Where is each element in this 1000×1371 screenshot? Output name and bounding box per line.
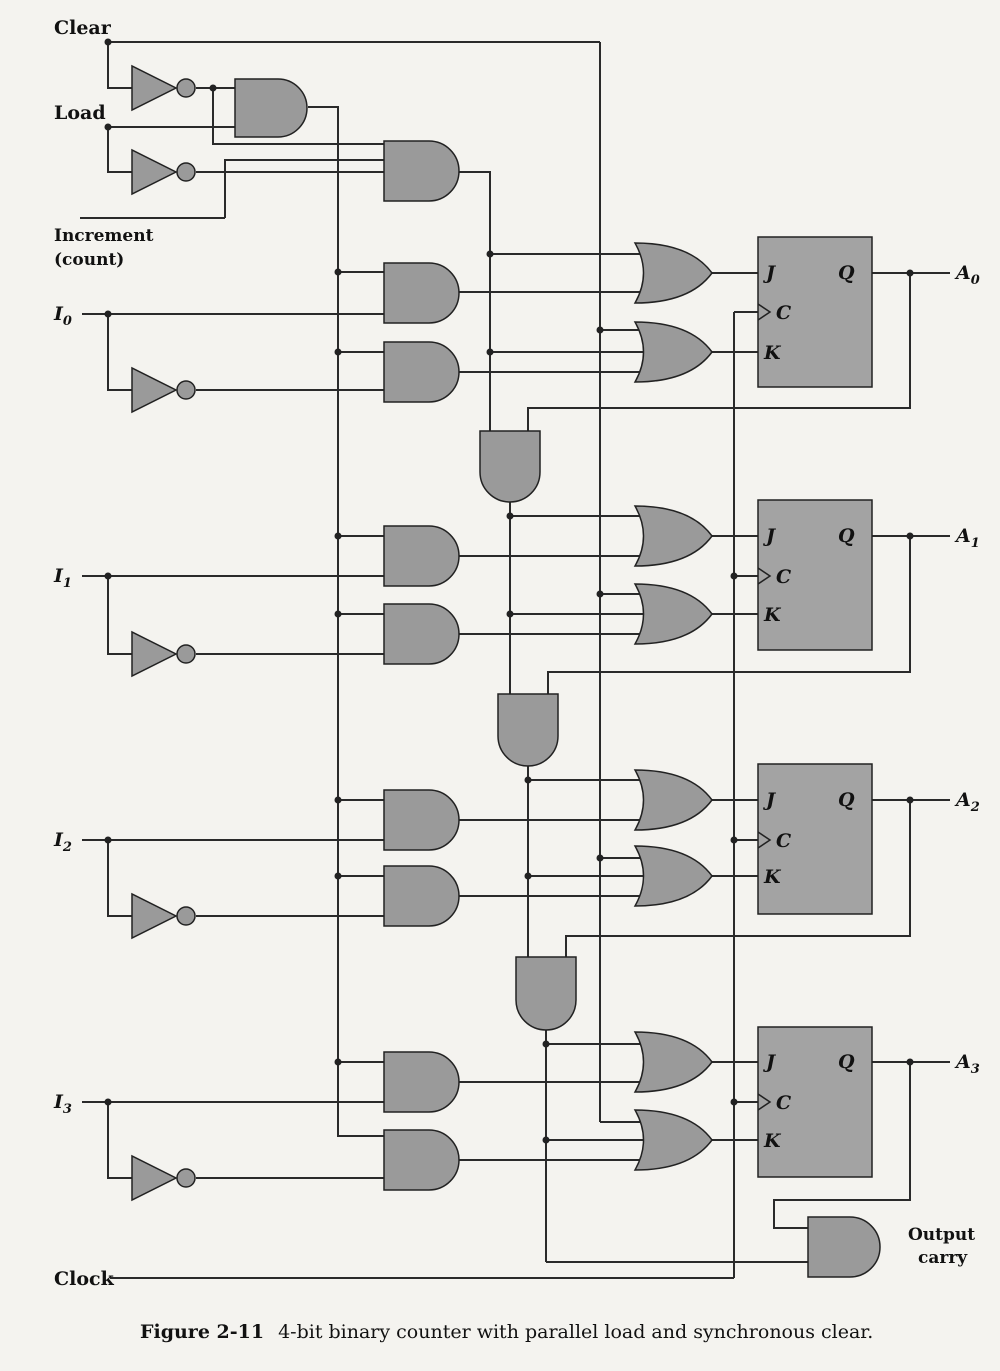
flip-flops: J C K Q J C K Q J C K Q J C K Q xyxy=(757,236,873,1178)
ff0-k-pin: K xyxy=(763,342,782,364)
carry-gate-2 xyxy=(497,693,559,767)
carry-gate-1 xyxy=(479,430,541,503)
input-i1-label: I1 xyxy=(53,565,72,591)
ff1-j-pin: J xyxy=(763,525,777,547)
or-gate-k1 xyxy=(633,583,713,645)
carry-gate-3 xyxy=(515,956,577,1031)
or-gate-k2 xyxy=(633,845,713,907)
output-a3-label: A3 xyxy=(954,1051,980,1077)
ff2-c-pin: C xyxy=(776,830,791,852)
or-gate-k3 xyxy=(633,1109,713,1171)
and-gate-load-j3 xyxy=(383,1051,460,1113)
not-gates xyxy=(131,64,196,1202)
and-gates xyxy=(234,78,881,1278)
and-gate-load-k1 xyxy=(383,603,460,665)
ff3-q-pin: Q xyxy=(838,1051,855,1073)
output-a2-label: A2 xyxy=(954,789,980,815)
ff0-q-pin: Q xyxy=(838,262,855,284)
and-gate-load-enable xyxy=(234,78,308,138)
not-gate-i0 xyxy=(131,366,196,414)
caption-number: Figure 2-11 xyxy=(140,1321,264,1343)
or-gate-j2 xyxy=(633,769,713,831)
and-gate-load-j1 xyxy=(383,525,460,587)
and-gate-load-j2 xyxy=(383,789,460,851)
clear-label: Clear xyxy=(54,17,112,39)
flip-flop-a0: J C K Q xyxy=(757,236,873,388)
input-i0-label: I0 xyxy=(53,303,72,329)
flip-flop-a3: J C K Q xyxy=(757,1026,873,1178)
ff1-q-pin: Q xyxy=(838,525,855,547)
output-a0-label: A0 xyxy=(954,262,980,288)
and-gate-load-k2 xyxy=(383,865,460,927)
wires xyxy=(80,41,950,1279)
and-gate-count-enable xyxy=(383,140,460,202)
ff3-j-pin: J xyxy=(763,1051,777,1073)
or-gate-j1 xyxy=(633,505,713,567)
figure-caption: Figure 2-11 4-bit binary counter with par… xyxy=(140,1321,873,1343)
and-gate-load-j0 xyxy=(383,262,460,324)
output-carry-label-line2: carry xyxy=(918,1248,968,1268)
and-gate-load-k3 xyxy=(383,1129,460,1191)
input-i2-label: I2 xyxy=(53,829,72,855)
load-label: Load xyxy=(54,102,106,124)
increment-label: Increment xyxy=(54,226,154,246)
not-gate-load xyxy=(131,148,196,196)
or-gate-j3 xyxy=(633,1031,713,1093)
or-gate-k0 xyxy=(633,321,713,383)
flip-flop-a1: J C K Q xyxy=(757,499,873,651)
clock-label: Clock xyxy=(54,1268,115,1290)
not-gate-i1 xyxy=(131,630,196,678)
ff1-c-pin: C xyxy=(776,566,791,588)
input-i3-label: I3 xyxy=(53,1091,72,1117)
ff3-c-pin: C xyxy=(776,1092,791,1114)
caption-text: 4-bit binary counter with parallel load … xyxy=(278,1321,873,1343)
and-gate-output-carry xyxy=(807,1216,881,1278)
not-gate-i3 xyxy=(131,1154,196,1202)
or-gate-j0 xyxy=(633,242,713,304)
not-gate-i2 xyxy=(131,892,196,940)
labels: Clear Load Increment (count) Clock I0 I1… xyxy=(53,17,980,1343)
ff0-j-pin: J xyxy=(763,262,777,284)
flip-flop-a2: J C K Q xyxy=(757,763,873,915)
not-gate-clear xyxy=(131,64,196,112)
wire-junctions xyxy=(104,38,914,1144)
count-label: (count) xyxy=(54,250,124,270)
ff2-q-pin: Q xyxy=(838,789,855,811)
or-gates xyxy=(633,242,713,1171)
and-gate-load-k0 xyxy=(383,341,460,403)
output-carry-label-line1: Output xyxy=(908,1225,975,1245)
ff0-c-pin: C xyxy=(776,302,791,324)
ff2-k-pin: K xyxy=(763,866,782,888)
ff3-k-pin: K xyxy=(763,1130,782,1152)
ff2-j-pin: J xyxy=(763,789,777,811)
output-a1-label: A1 xyxy=(954,525,980,551)
carry-and-gates xyxy=(479,430,577,1031)
ff1-k-pin: K xyxy=(763,604,782,626)
